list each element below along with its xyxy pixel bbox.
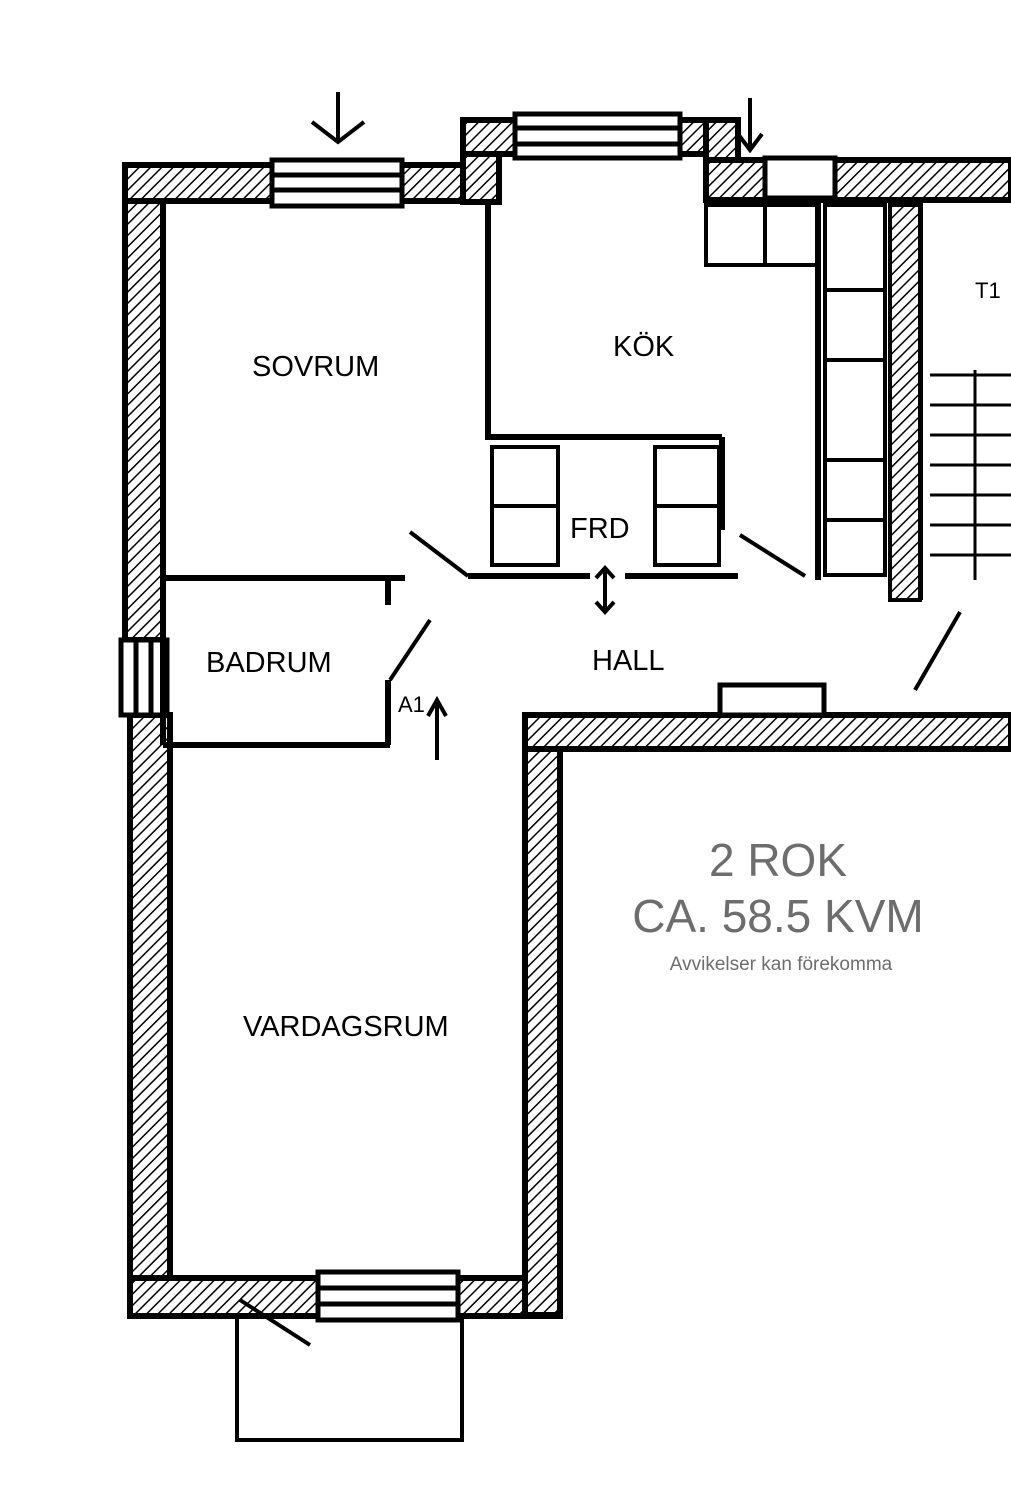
window-sovrum bbox=[269, 157, 405, 209]
room-label-badrum: BADRUM bbox=[206, 647, 332, 679]
hall-vent bbox=[717, 682, 827, 718]
balcony bbox=[235, 1315, 464, 1442]
door-balcony bbox=[238, 1298, 312, 1347]
right-wall-vardagsrum bbox=[522, 712, 563, 1318]
window-badrum bbox=[118, 637, 170, 718]
window-kok bbox=[512, 111, 683, 161]
room-label-kok: KÖK bbox=[613, 331, 675, 363]
outer-walls bbox=[122, 117, 1011, 1319]
hall-bottom-wall bbox=[522, 712, 1011, 752]
chimney-column bbox=[888, 203, 922, 602]
door-marker: A1 bbox=[398, 692, 425, 717]
disclaimer-text: Avvikelser kan förekomma bbox=[670, 954, 893, 975]
staircase bbox=[930, 370, 1011, 580]
door-kok bbox=[738, 533, 807, 578]
stair-marker: T1 bbox=[975, 278, 1001, 303]
top-wall-right bbox=[703, 157, 1011, 203]
room-label-vardagsrum: VARDAGSRUM bbox=[243, 1011, 449, 1043]
area-text: CA. 58.5 KVM bbox=[632, 890, 923, 942]
kitchen-unit bbox=[823, 203, 887, 577]
arrows bbox=[310, 92, 764, 760]
room-label-sovrum: SOVRUM bbox=[252, 351, 379, 383]
doors bbox=[238, 530, 962, 1347]
windows bbox=[118, 111, 838, 1323]
room-label-hall: HALL bbox=[592, 645, 665, 677]
window-right-top bbox=[762, 155, 838, 201]
left-wall-upper bbox=[122, 162, 166, 643]
cabinets bbox=[490, 203, 887, 577]
door-badrum bbox=[388, 618, 432, 682]
room-label-frd: FRD bbox=[570, 513, 630, 545]
kitchen-counter bbox=[704, 203, 820, 267]
door-entrance bbox=[913, 611, 962, 691]
room-count: 2 ROK bbox=[709, 834, 847, 886]
door-sovrum bbox=[408, 530, 470, 578]
left-wall-lower bbox=[127, 712, 173, 1318]
window-vardagsrum bbox=[315, 1269, 461, 1323]
